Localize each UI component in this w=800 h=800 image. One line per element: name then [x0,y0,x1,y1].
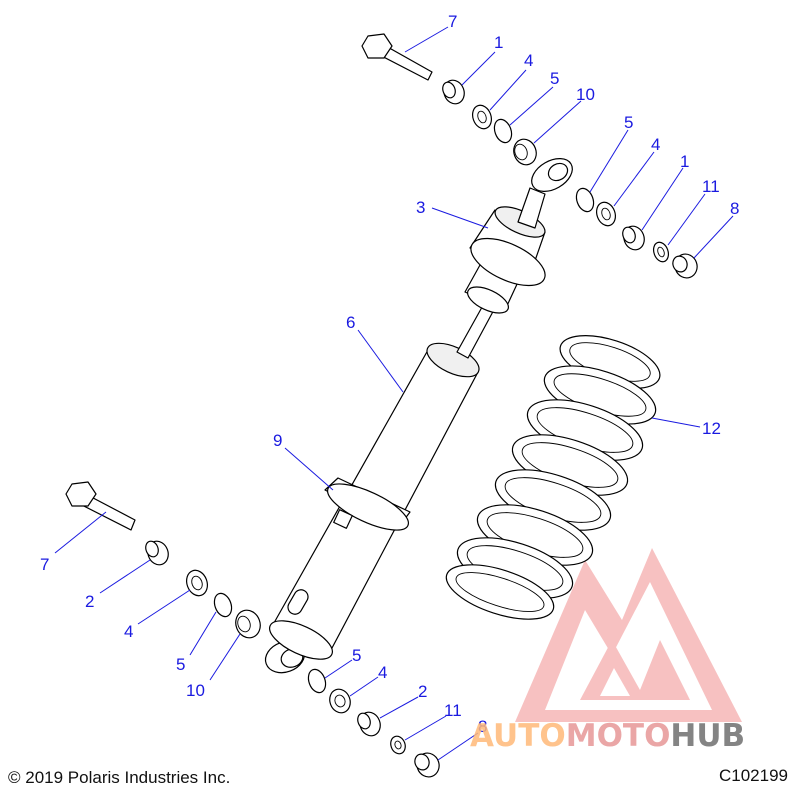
callout-11-lower-right: 11 [444,701,462,720]
copyright-notice: © 2019 Polaris Industries Inc. [8,768,231,787]
upper-bolt [361,33,433,81]
lower-right-washer-11 [390,735,406,755]
watermark-part-auto: AUTO [470,718,566,754]
upper-right-bushing-1 [622,225,645,251]
watermark-part-hub: HUB [670,718,746,754]
lower-right-snap-ring-5 [307,668,327,694]
coil-spring [445,335,661,620]
callout-8-upper-right: 8 [730,199,739,218]
upper-bushing-1 [442,79,465,105]
callout-9: 9 [273,431,282,450]
callout-6: 6 [346,313,355,332]
callout-7-lower: 7 [40,555,49,574]
upper-right-nut-8 [672,253,698,279]
lower-right-washer-4 [329,688,351,714]
upper-bearing-10 [513,138,537,166]
upper-right-snap-ring-5 [575,187,595,213]
watermark-logo [515,548,742,722]
watermark-part-moto: MOTO [565,718,671,754]
callout-numbers: 7 1 4 5 10 5 4 1 11 8 3 6 12 9 7 2 4 5 1… [40,12,739,736]
lower-bearing-10 [235,609,261,639]
callout-2-lower-right: 2 [418,682,427,701]
callout-10-lower: 10 [186,681,205,700]
callout-10-upper: 10 [576,85,595,104]
callout-5-lower-right: 5 [352,646,361,665]
leader-lines [54,26,734,761]
upper-right-washer-4 [595,201,617,227]
upper-right-washer-11 [652,241,670,263]
callout-4-lower-right: 4 [378,663,387,682]
callout-12: 12 [702,419,721,438]
callout-1-upper: 1 [494,33,503,52]
lower-washer-4 [186,569,208,597]
callout-4-upper-right: 4 [651,135,660,154]
callout-3: 3 [416,198,425,217]
diagram-code: C102199 [718,766,788,785]
lower-right-nut-8 [414,752,440,778]
callout-5-lower: 5 [176,655,185,674]
lower-bolt [65,481,136,531]
upper-washer-4 [471,104,493,130]
callout-8-lower-right: 8 [478,717,487,736]
callout-2-lower: 2 [85,592,94,611]
lower-bushing-2 [145,540,169,566]
shock-absorber [264,158,573,674]
upper-snap-ring-5 [493,118,513,144]
callout-1-upper-right: 1 [680,152,689,171]
callout-4-upper: 4 [524,51,533,70]
callout-4-lower: 4 [124,622,133,641]
watermark-wordmark: AUTOMOTOHUB [470,718,745,754]
callout-5-upper: 5 [550,69,559,88]
lower-right-bushing-2 [357,711,381,737]
callout-7-upper: 7 [448,12,457,31]
callout-5-upper-right: 5 [624,113,633,132]
lower-snap-ring-5 [213,592,233,618]
callout-11-upper-right: 11 [702,177,720,196]
